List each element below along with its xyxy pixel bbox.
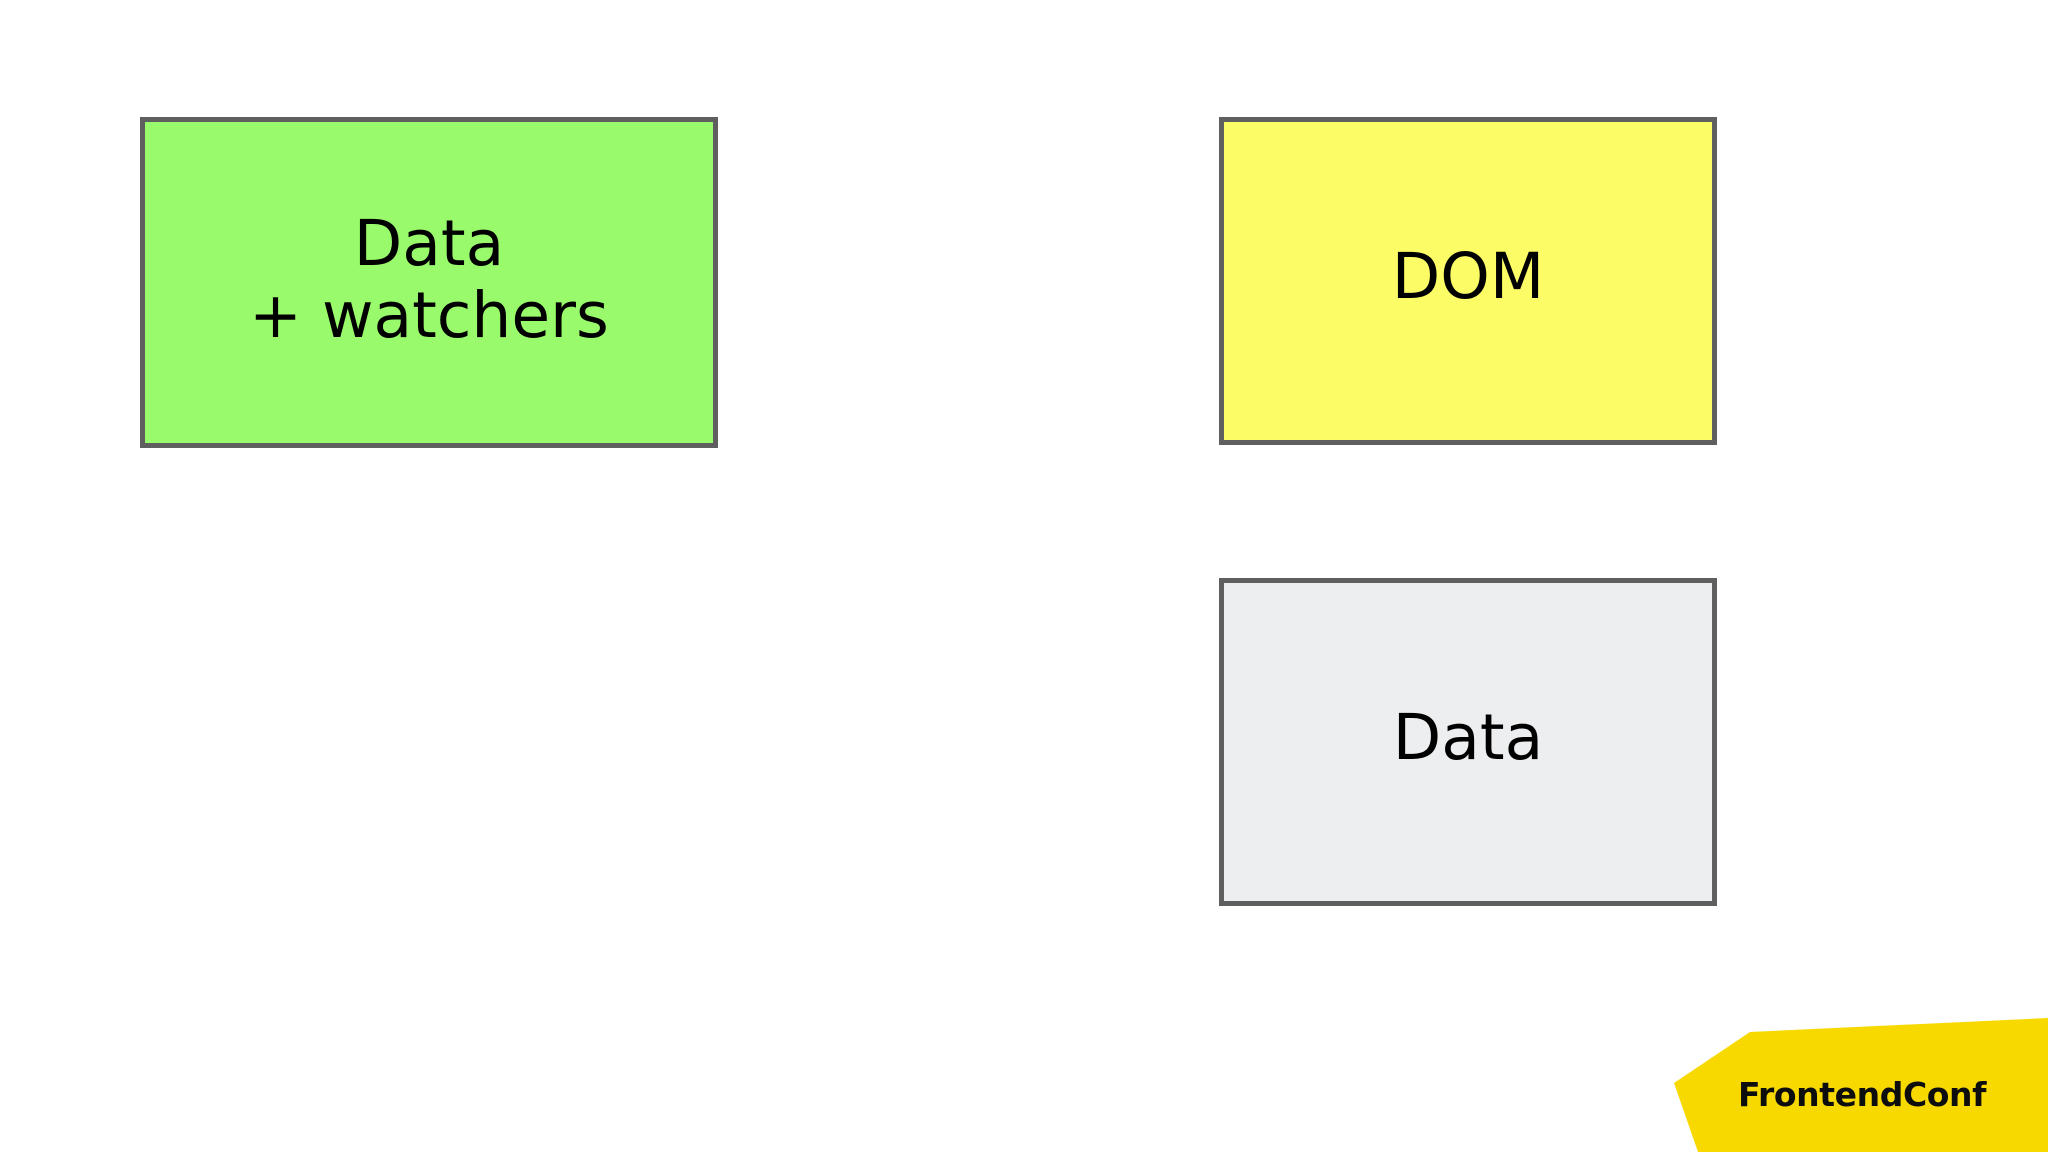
diagram-box-label: Data [1392, 701, 1544, 775]
diagram-box-label: Data + watchers [249, 206, 609, 352]
logo-banner-shape [1674, 1018, 2048, 1152]
frontendconf-logo: FrontendConf [1672, 1018, 2048, 1152]
diagram-box-dom: DOM [1219, 117, 1717, 445]
logo-wordmark: FrontendConf [1738, 1075, 1987, 1114]
diagram-box-data: Data [1219, 578, 1717, 906]
diagram-box-data-watchers: Data + watchers [140, 117, 718, 448]
diagram-box-label: DOM [1391, 240, 1545, 314]
